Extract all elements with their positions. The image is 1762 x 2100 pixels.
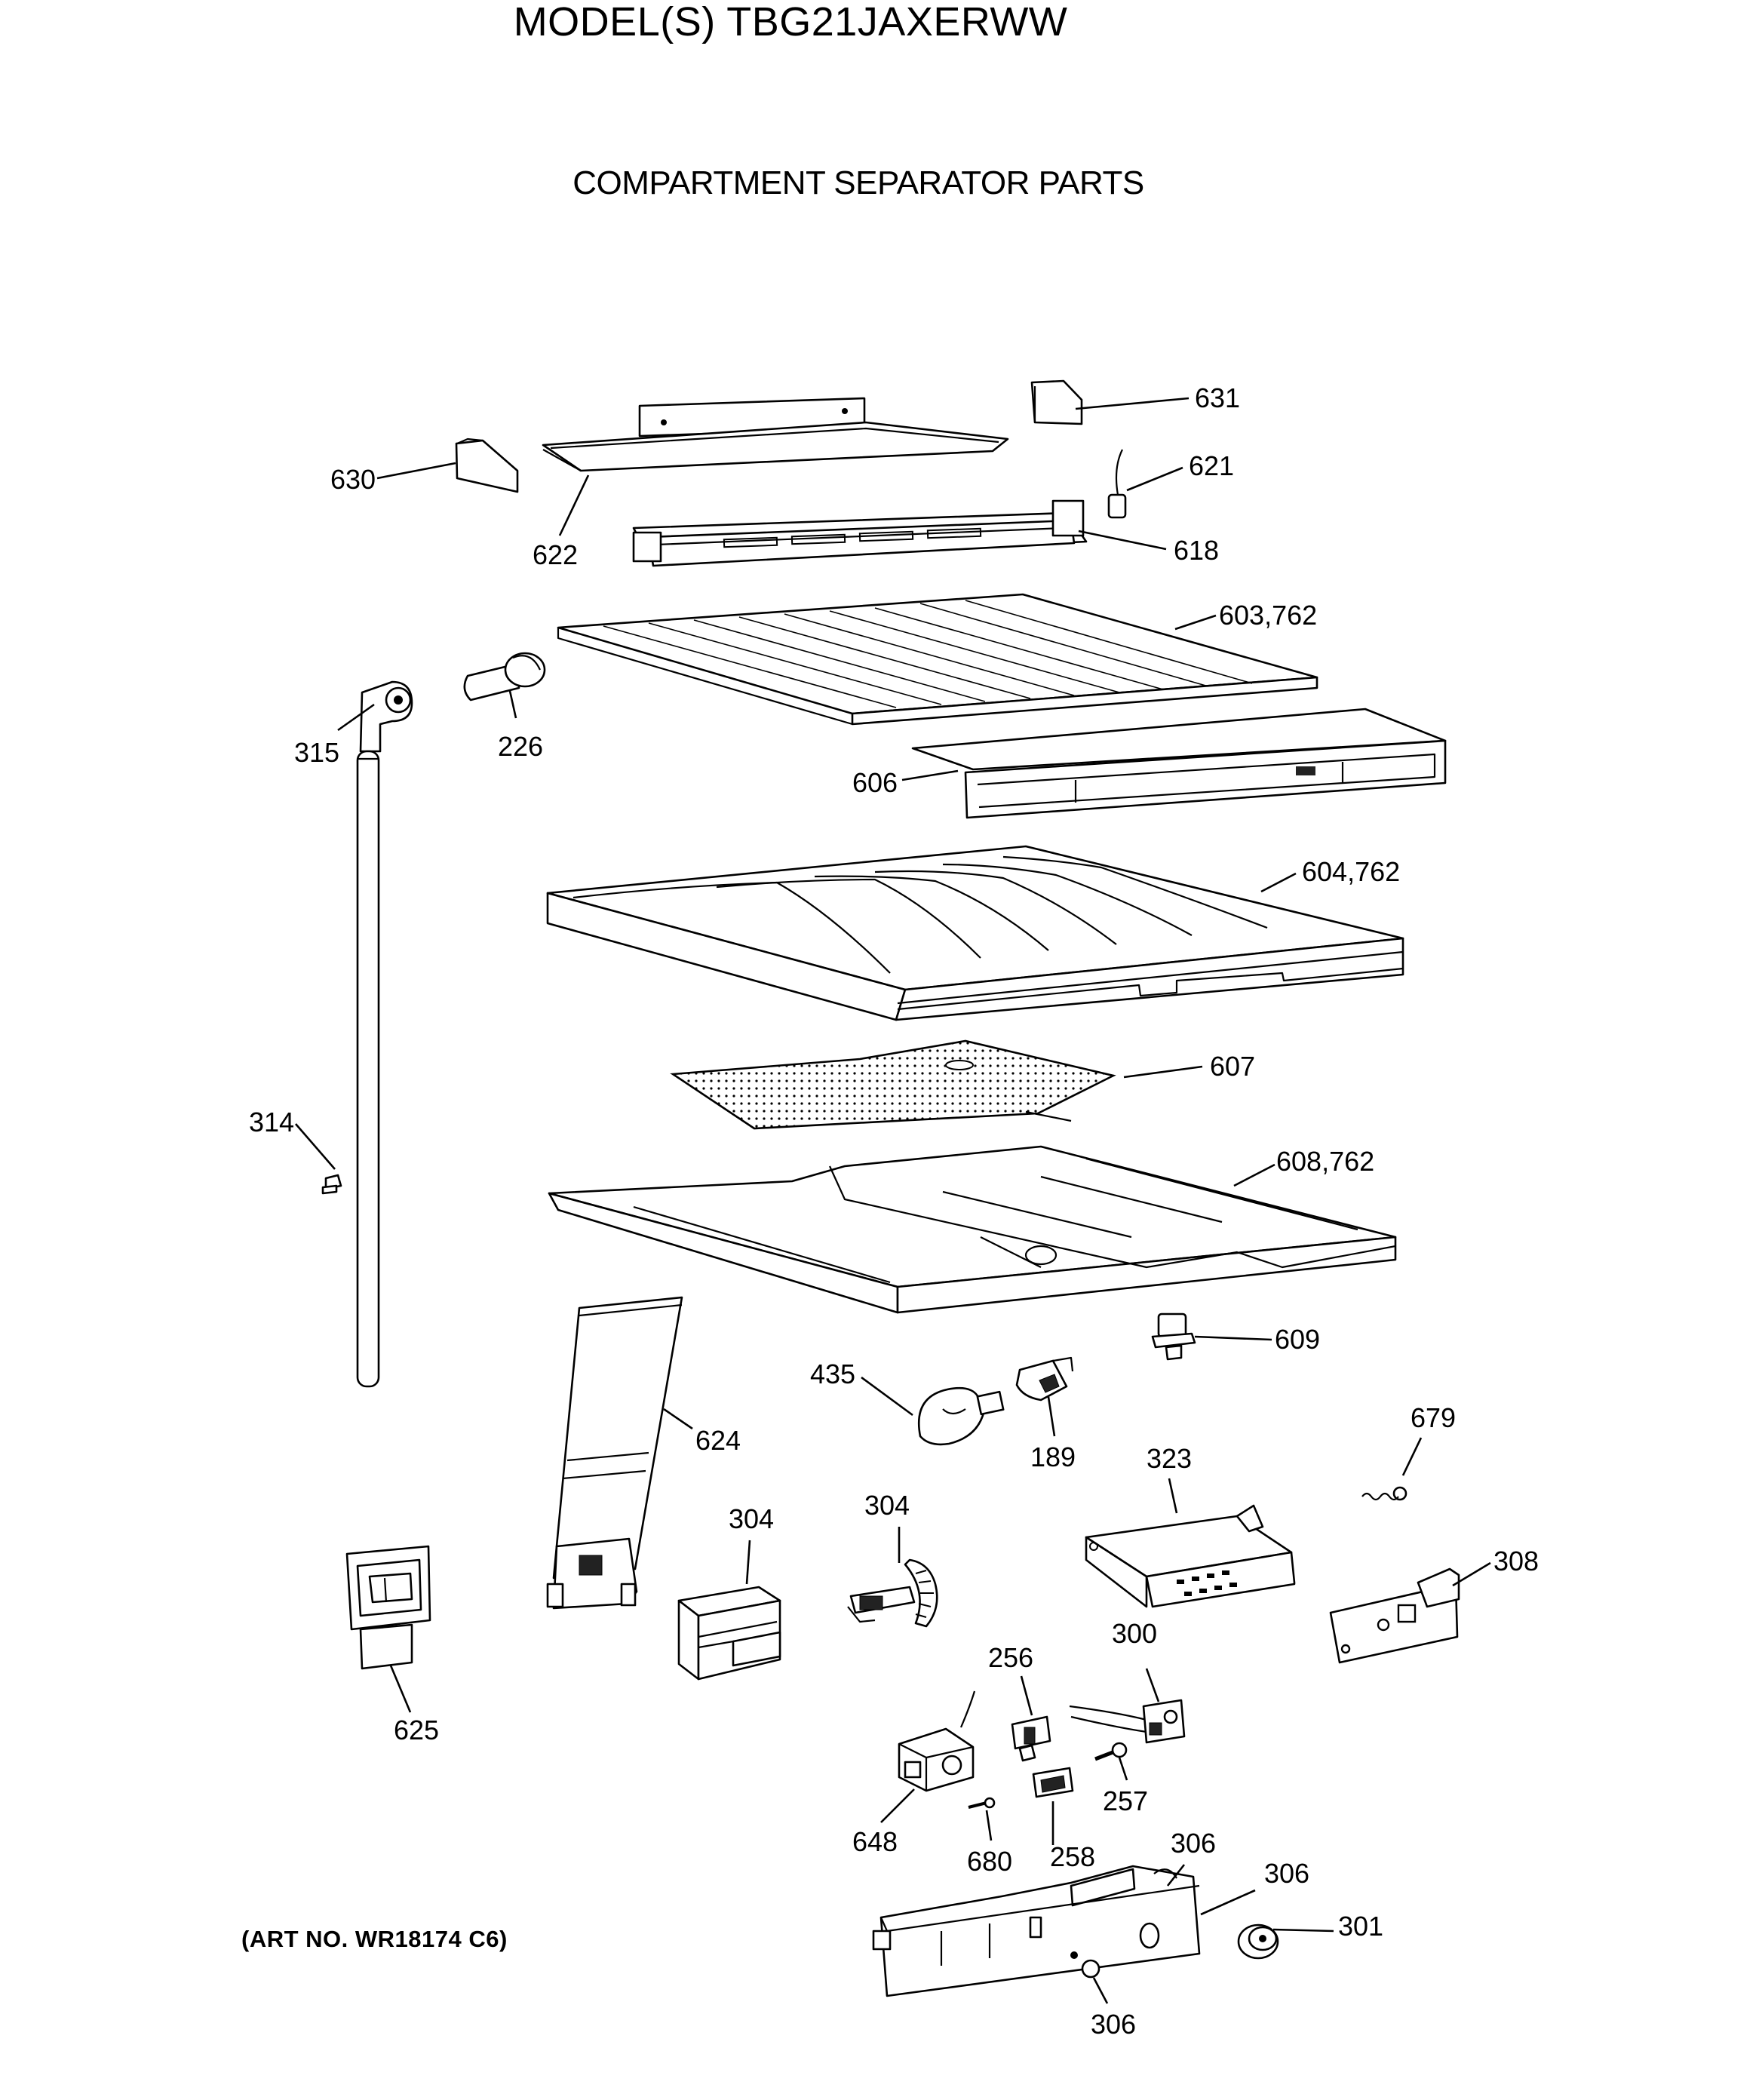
callout-624: 624	[695, 1425, 741, 1456]
part-625-control-housing	[345, 1545, 431, 1670]
callout-607: 607	[1210, 1051, 1255, 1082]
callout-323: 323	[1147, 1443, 1192, 1474]
callout-625: 625	[394, 1715, 439, 1745]
callout-226: 226	[498, 731, 543, 762]
part-256-switch	[1011, 1715, 1051, 1762]
part-606-front-trim	[911, 708, 1447, 819]
callout-257: 257	[1103, 1785, 1148, 1816]
part-648-defrost-timer	[898, 1690, 976, 1792]
part-618-channel	[632, 499, 1088, 567]
part-306-control-housing	[872, 1865, 1201, 1997]
callout-189: 189	[1030, 1441, 1076, 1472]
callout-621: 621	[1189, 450, 1234, 481]
callout-304-left: 304	[729, 1503, 774, 1534]
part-679-spring	[1361, 1486, 1407, 1501]
part-607-insulation-mat	[670, 1039, 1116, 1130]
callout-606: 606	[852, 767, 898, 798]
callout-680: 680	[967, 1846, 1012, 1877]
callout-306-side: 306	[1264, 1858, 1309, 1889]
callout-304-right: 304	[864, 1490, 910, 1521]
part-603-grille-shelf	[557, 593, 1318, 726]
callout-604-762: 604,762	[1302, 856, 1400, 887]
part-323-mounting-bracket	[1085, 1504, 1296, 1608]
part-301-knob	[1237, 1923, 1279, 1960]
callout-leader-lines	[295, 397, 1491, 2004]
callout-labels: 631 630 621 622 618 603,762 315 226 606 …	[249, 382, 1539, 2040]
part-257-screw	[1094, 1742, 1128, 1761]
part-435-light-bulb	[917, 1386, 1005, 1446]
callout-300: 300	[1112, 1618, 1157, 1649]
part-304-diffuser-housing	[677, 1586, 781, 1681]
part-608-bottom-divider	[548, 1145, 1397, 1314]
part-631-cover	[1030, 379, 1083, 425]
part-258-button	[1032, 1767, 1074, 1798]
part-189-light-socket	[1015, 1356, 1074, 1402]
part-630-bracket	[455, 438, 519, 493]
callout-258: 258	[1050, 1841, 1095, 1872]
part-624-air-duct	[546, 1296, 683, 1610]
part-304-thermostat-control	[847, 1558, 938, 1628]
art-number: (ART NO. WR18174 C6)	[241, 1926, 508, 1952]
callout-306-bottom: 306	[1091, 2009, 1136, 2040]
callout-618: 618	[1174, 535, 1219, 566]
callout-315: 315	[294, 737, 339, 768]
part-604-divider	[546, 845, 1404, 1021]
callout-435: 435	[810, 1359, 855, 1389]
part-680-screw	[968, 1797, 996, 1809]
callout-256: 256	[988, 1642, 1033, 1673]
part-622-top-cover	[542, 397, 1009, 472]
part-314-clip	[321, 1174, 342, 1195]
callout-631: 631	[1195, 382, 1240, 413]
part-621-wire	[1107, 449, 1127, 519]
callout-608-762: 608,762	[1276, 1146, 1374, 1177]
callout-679: 679	[1411, 1402, 1456, 1433]
part-300-thermostat-sensor	[1069, 1699, 1186, 1744]
callout-314: 314	[249, 1107, 294, 1138]
part-315-hinge-and-rod	[356, 680, 413, 1388]
callout-306-upper: 306	[1171, 1828, 1216, 1859]
callout-603-762: 603,762	[1219, 600, 1317, 631]
callout-630: 630	[330, 464, 376, 495]
callout-622: 622	[533, 539, 578, 570]
callout-609: 609	[1275, 1324, 1320, 1355]
section-title: COMPARTMENT SEPARATOR PARTS	[572, 164, 1144, 201]
model-title: MODEL(S) TBG21JAXERWW	[513, 0, 1068, 45]
part-308-control-plate	[1329, 1567, 1460, 1664]
callout-648: 648	[852, 1826, 898, 1857]
part-226-roller	[463, 652, 546, 702]
callout-301: 301	[1338, 1911, 1383, 1942]
callout-308: 308	[1493, 1546, 1539, 1577]
part-609-damper	[1151, 1312, 1196, 1361]
